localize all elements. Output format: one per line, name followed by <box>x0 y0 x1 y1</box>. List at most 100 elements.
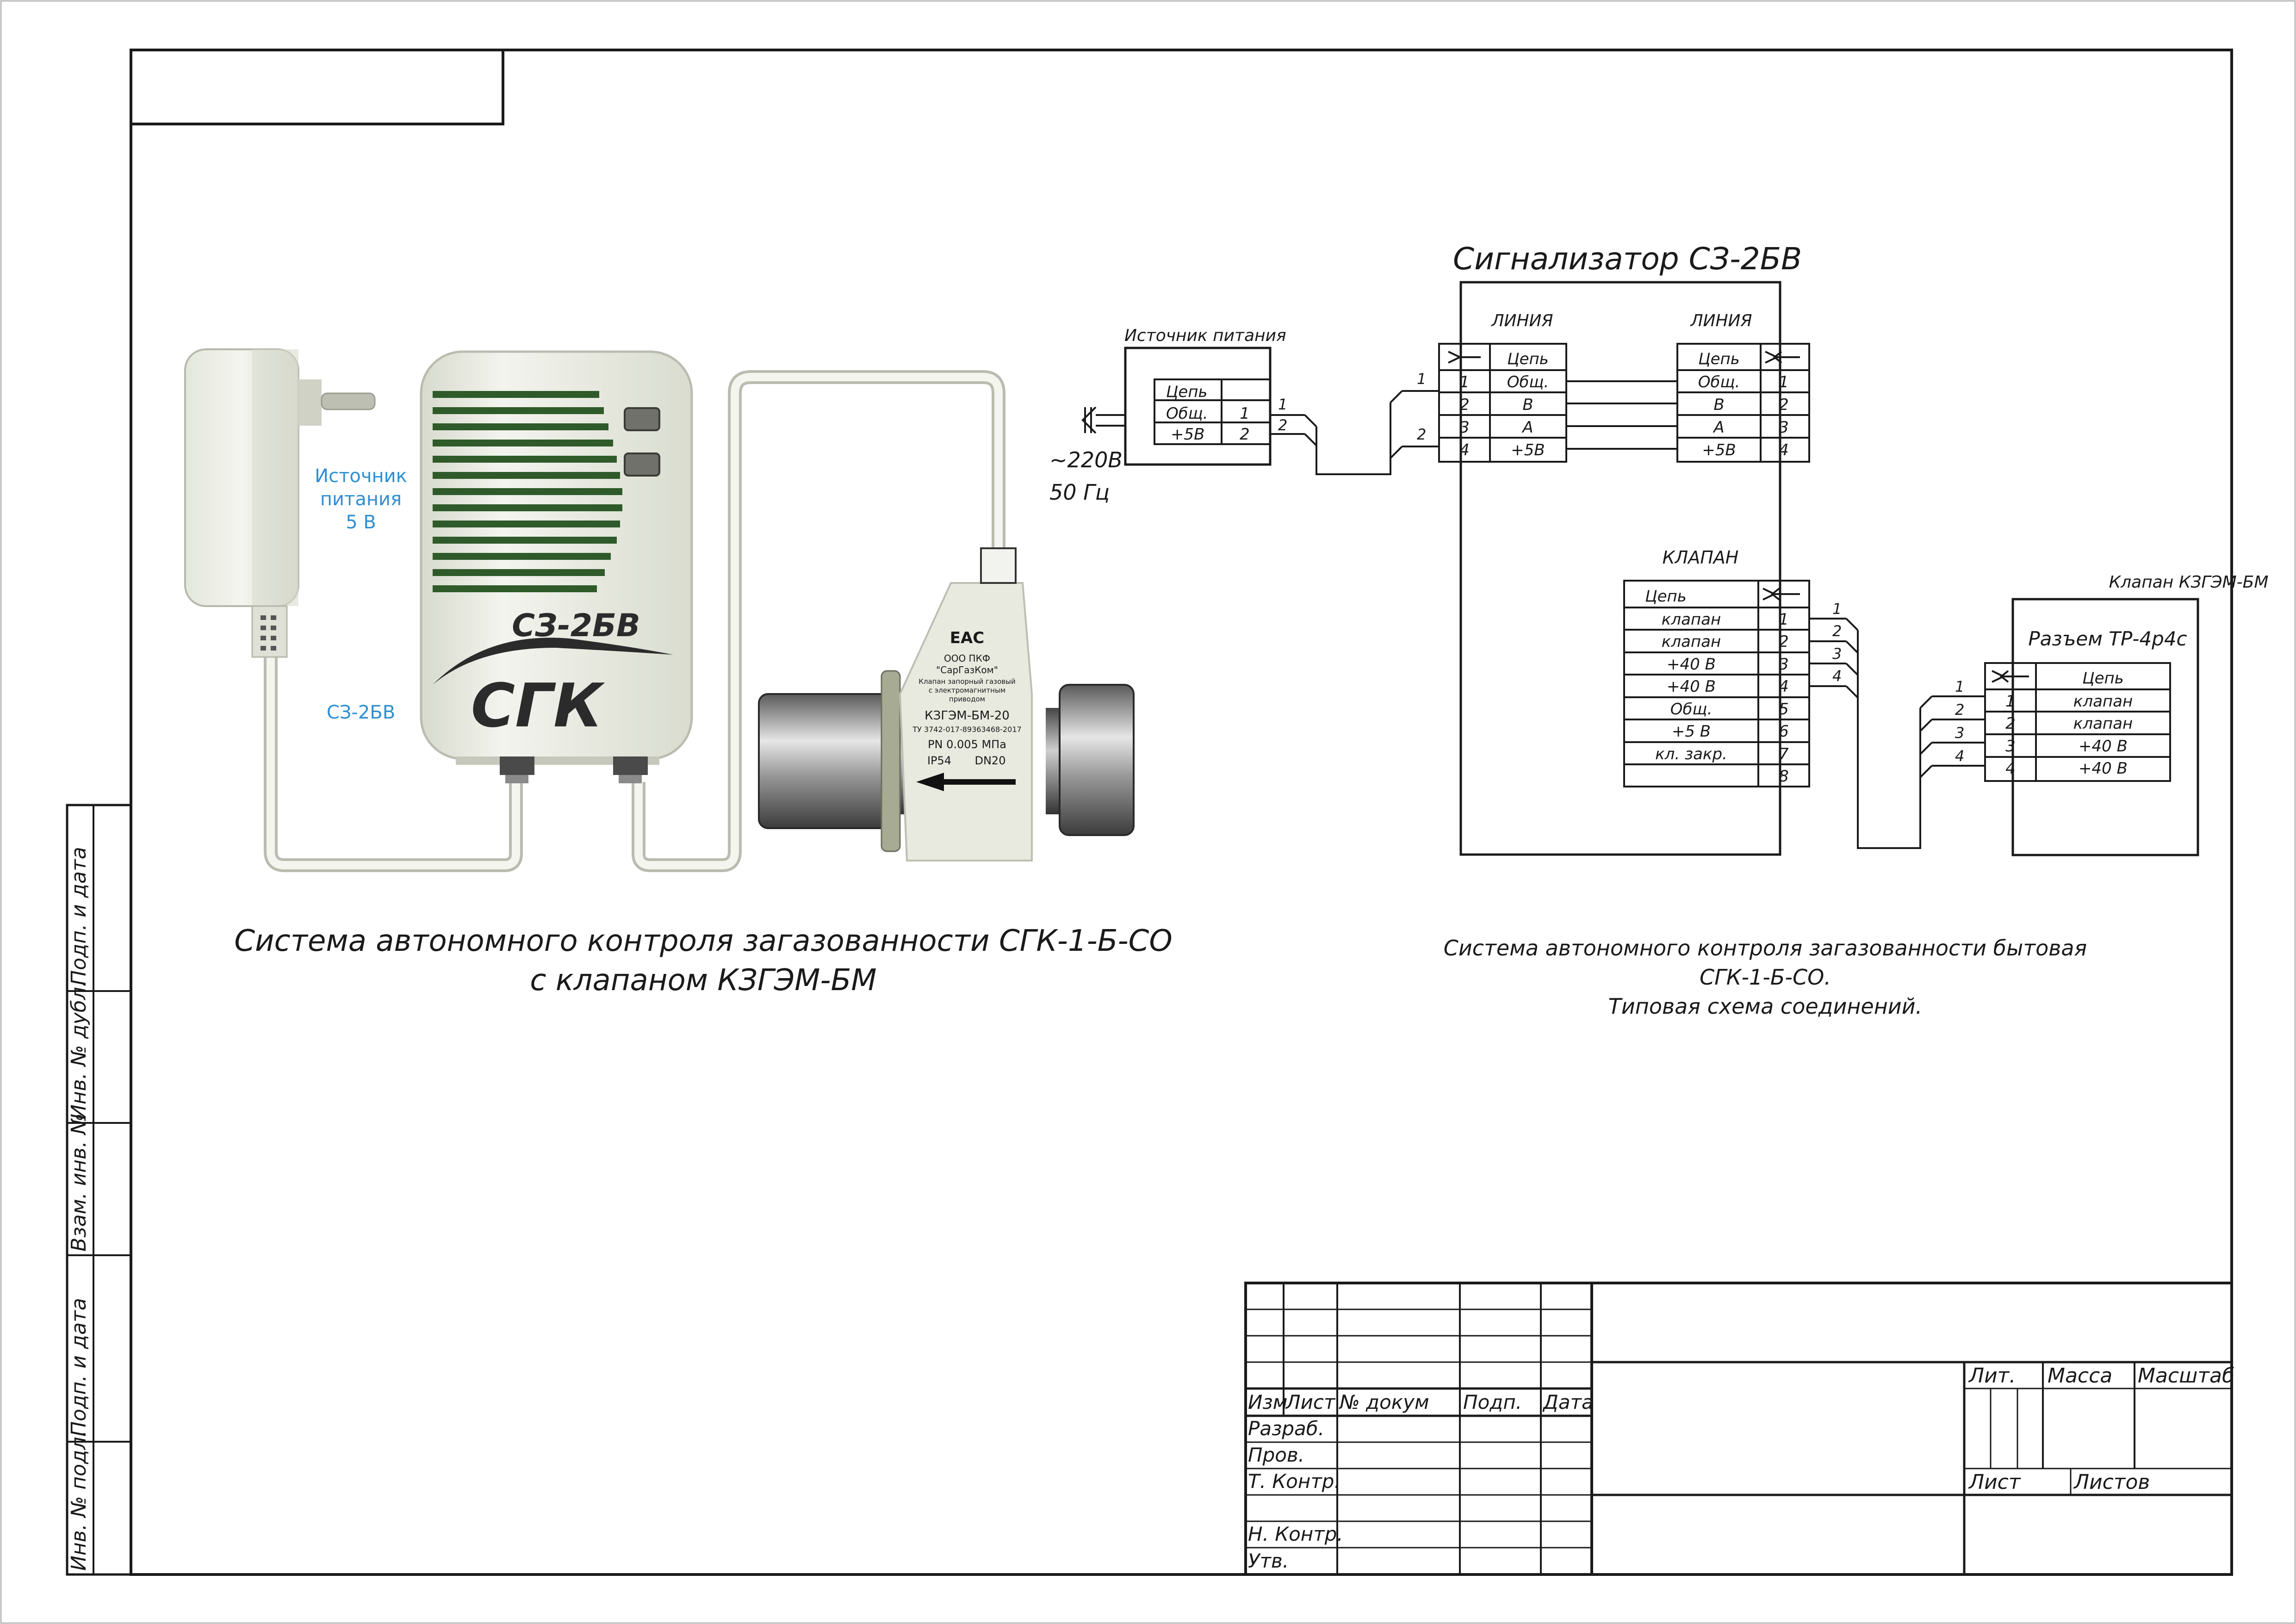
gas-valve: ЕАС ООО ПКФ "СарГазКом" Клапан запорный … <box>758 547 1135 862</box>
side-label-dup-inv: Инв. № дубл. <box>67 980 91 1120</box>
illustration-caption-line1: Система автономного контроля загазованно… <box>234 924 1172 958</box>
schematic-caption-line2: СГК-1-Б-СО. <box>1700 965 1831 990</box>
valve-r2-num: 2 <box>2005 714 2016 733</box>
title-block <box>1244 1282 2233 1576</box>
valve-title: Клапан КЗГЭМ-БМ <box>2109 573 2269 592</box>
tb-sheets: Листов <box>2073 1470 2150 1494</box>
linia-right-r1-name: Общ. <box>1698 373 1740 391</box>
linia-right-r2-num: 2 <box>1779 396 1789 414</box>
klapan-r2-name: клапан <box>1662 632 1721 651</box>
valve-maker-2: "СарГазКом" <box>936 664 998 676</box>
valve-eac-mark: ЕАС <box>950 629 985 647</box>
klapan-r1-num: 1 <box>1779 610 1789 629</box>
power-supply-adapter <box>184 348 376 658</box>
device-illustration: Источник питания 5 В СЗ-2БВ <box>184 348 1173 998</box>
tb-role-tech-control: Т. Контр. <box>1248 1470 1340 1493</box>
valve-wire-2: 2 <box>1955 701 1964 719</box>
linia-right-r3-name: А <box>1713 418 1724 437</box>
linia-left-header: Цепь <box>1507 350 1549 368</box>
tb-role-norm-control: Н. Контр. <box>1248 1523 1343 1545</box>
valve-r4-name: +40 В <box>2079 759 2128 778</box>
schematic-caption-line1: Система автономного контроля загазованно… <box>1444 936 2087 961</box>
psu-linia-wiring <box>1270 390 1439 475</box>
klapan-title: КЛАПАН <box>1663 547 1739 568</box>
klapan-r8-num: 8 <box>1779 767 1789 786</box>
flow-arrow <box>916 773 1016 791</box>
schematic-title: Сигнализатор СЗ-2БВ <box>1453 241 1802 277</box>
valve-header: Цепь <box>2082 669 2124 688</box>
linia-left-r1-name: Общ. <box>1507 373 1549 391</box>
linia-left-r3-num: 3 <box>1459 418 1470 437</box>
klapan-wire-1: 1 <box>1832 600 1842 618</box>
linia-right-header: Цепь <box>1698 350 1740 368</box>
psu-wire-2: 2 <box>1278 416 1287 434</box>
valve-r4-num: 4 <box>2005 759 2016 778</box>
klapan-r6-num: 6 <box>1779 722 1789 741</box>
device-button-1 <box>624 407 660 431</box>
linia-left-r1-num: 1 <box>1459 373 1470 391</box>
psu-connector <box>500 756 534 775</box>
klapan-r1-name: клапан <box>1662 610 1721 629</box>
signalizator-block <box>1459 281 1781 856</box>
linia-right-title: ЛИНИЯ <box>1689 311 1752 330</box>
logo-swoosh <box>433 638 673 685</box>
valve-connector-name: Разъем ТР-4р4с <box>2028 627 2187 650</box>
tb-scale: Масштаб <box>2138 1364 2234 1388</box>
device-side-label: СЗ-2БВ <box>327 702 395 723</box>
tb-header-doc: № докум <box>1339 1391 1429 1413</box>
valve-wire-3: 3 <box>1955 724 1964 742</box>
klapan-r5-name: Общ. <box>1670 700 1713 719</box>
mains-frequency: 50 Гц <box>1049 480 1110 505</box>
linia-wire-1: 1 <box>1417 370 1426 388</box>
tb-role-checker: Пров. <box>1248 1444 1304 1466</box>
klapan-r4-num: 4 <box>1779 677 1789 696</box>
linia-right-r4-name: +5В <box>1702 441 1736 459</box>
device-button-2 <box>624 452 660 477</box>
wiring-schematic: Сигнализатор СЗ-2БВ Источник питания Цеп… <box>1049 241 2268 1019</box>
psu-row2-num: 2 <box>1240 425 1250 444</box>
tb-lit: Лит. <box>1968 1364 2016 1388</box>
tb-sheet: Лист <box>1968 1470 2021 1494</box>
tb-role-approved: Утв. <box>1248 1550 1289 1572</box>
vent-grille <box>433 391 622 592</box>
klapan-r7-num: 7 <box>1779 745 1789 763</box>
valve-pressure: PN 0.005 МПа <box>928 738 1006 751</box>
psu-label-line3: 5 В <box>346 512 376 533</box>
valve-desc-1: Клапан запорный газовый <box>918 677 1016 686</box>
valve-ip: IP54 <box>927 754 951 767</box>
valve-r3-num: 3 <box>2005 737 2016 756</box>
klapan-r6-name: +5 В <box>1672 722 1711 741</box>
tb-header-list: Лист <box>1285 1391 1336 1413</box>
linia-left-r4-name: +5В <box>1511 441 1545 459</box>
klapan-r4-name: +40 В <box>1667 677 1716 696</box>
linia-left-r4-num: 4 <box>1459 441 1470 459</box>
linia-internal-links <box>1566 380 1677 450</box>
valve-table <box>1984 662 2171 782</box>
valve-model: КЗГЭМ-БМ-20 <box>925 709 1010 723</box>
klapan-table <box>1623 580 1810 787</box>
linia-left-r2-num: 2 <box>1459 396 1470 414</box>
linia-left-r2-name: В <box>1522 396 1533 414</box>
psu-row2-name: +5В <box>1171 425 1204 444</box>
side-label-sign-date-2: Подп. и дата <box>67 1298 91 1437</box>
valve-r3-name: +40 В <box>2079 737 2128 756</box>
valve-block <box>2011 598 2199 856</box>
device-logo: СГК <box>471 670 605 741</box>
title-block-text: Изм Лист № докум Подп. Дата Разраб. Пров… <box>1248 1364 2234 1572</box>
psu-title: Источник питания <box>1124 326 1286 345</box>
mains-voltage: ~220В <box>1049 447 1123 472</box>
linia-wire-2: 2 <box>1417 426 1426 443</box>
linia-left-r3-name: А <box>1521 418 1533 437</box>
valve-wire-4: 4 <box>1955 747 1964 765</box>
klapan-r7-name: кл. закр. <box>1655 745 1727 763</box>
psu-row1-name: Общ. <box>1166 404 1208 423</box>
tb-role-developer: Разраб. <box>1248 1417 1324 1440</box>
mains-plug-symbol <box>1081 406 1125 434</box>
valve-tu: ТУ 3742-017-89363468-2017 <box>912 725 1021 734</box>
valve-dn: DN20 <box>975 754 1006 767</box>
linia-right-r1-num: 1 <box>1779 373 1789 391</box>
valve-r1-name: клапан <box>2073 692 2133 711</box>
klapan-valve-wiring <box>1809 618 1985 849</box>
